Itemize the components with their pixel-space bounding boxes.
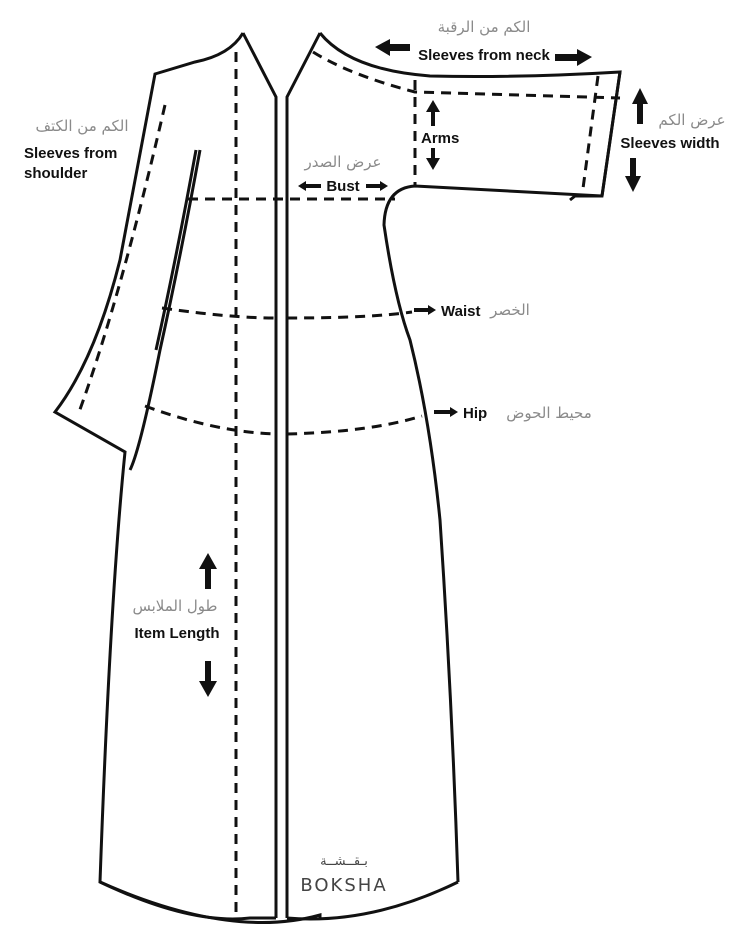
hip-en: Hip (463, 405, 487, 422)
waist-guide (161, 306, 413, 320)
left-panel-outline (52, 32, 322, 925)
left-sleeve-inner-edge-2 (154, 149, 198, 351)
left-sleeve-guide (76, 104, 167, 416)
hip-ar: محيط الحوض (506, 404, 592, 422)
waist-ar: الخصر (489, 301, 530, 319)
label-bust: عرض الصدر Bust (298, 153, 388, 195)
item-length-ar: طول الملابس (132, 597, 217, 615)
neck-sleeve-guide (312, 50, 621, 100)
hip-guide (144, 404, 423, 436)
arrow-left-icon (298, 181, 321, 191)
bust-en: Bust (326, 178, 359, 195)
left-hem (99, 880, 276, 921)
label-hip: Hip محيط الحوض (434, 404, 592, 422)
item-length-en: Item Length (135, 625, 220, 642)
arrow-right-icon (555, 49, 592, 66)
left-sleeve-inner-edge (128, 149, 202, 471)
label-sleeves-from-shoulder: الكم من الكتف Sleeves from shoulder (24, 117, 129, 182)
brand-name-ar: بـقــشــة (320, 854, 368, 869)
garment-outline (52, 32, 622, 925)
right-neck-v (285, 32, 322, 918)
measurement-guides (76, 50, 621, 918)
sleeves-from-shoulder-en-line2: shoulder (24, 165, 88, 182)
sleeves-width-ar: عرض الكم (658, 111, 725, 129)
arms-en: Arms (421, 130, 459, 147)
label-sleeves-from-neck: الكم من الرقبة Sleeves from neck (375, 18, 592, 66)
arrow-left-icon (375, 39, 410, 56)
label-arms: Arms (421, 100, 459, 170)
left-neck-v (241, 32, 278, 918)
arrow-right-icon (434, 407, 458, 417)
arrow-down-icon (426, 148, 440, 170)
sleeves-from-neck-ar: الكم من الرقبة (438, 18, 531, 36)
arrow-right-icon (414, 305, 436, 315)
right-sleeve-end (600, 71, 622, 197)
label-item-length: طول الملابس Item Length (132, 553, 220, 697)
sleeves-from-shoulder-ar: الكم من الكتف (35, 117, 128, 135)
right-hem (286, 880, 459, 921)
sleeves-width-guide (580, 75, 600, 197)
sleeves-width-en: Sleeves width (620, 135, 719, 152)
arrow-down-icon (625, 158, 641, 192)
brand-logo: بـقــشــة BOKSHA (300, 854, 387, 896)
sleeves-from-shoulder-en-line1: Sleeves from (24, 145, 117, 162)
right-sleeve-bottom (382, 184, 603, 883)
brand-name-en: BOKSHA (300, 875, 387, 896)
sleeves-from-neck-en: Sleeves from neck (418, 47, 550, 64)
arrow-right-icon (366, 181, 388, 191)
waist-en: Waist (441, 303, 480, 320)
arrow-up-icon (199, 553, 217, 589)
bust-ar: عرض الصدر (304, 153, 382, 171)
arrow-down-icon (199, 661, 217, 697)
label-sleeves-width: عرض الكم Sleeves width (620, 88, 726, 192)
right-neck-sleeve-top (318, 32, 622, 202)
label-waist: Waist الخصر (414, 301, 530, 320)
arrow-up-icon (632, 88, 648, 124)
arrow-up-icon (426, 100, 440, 126)
